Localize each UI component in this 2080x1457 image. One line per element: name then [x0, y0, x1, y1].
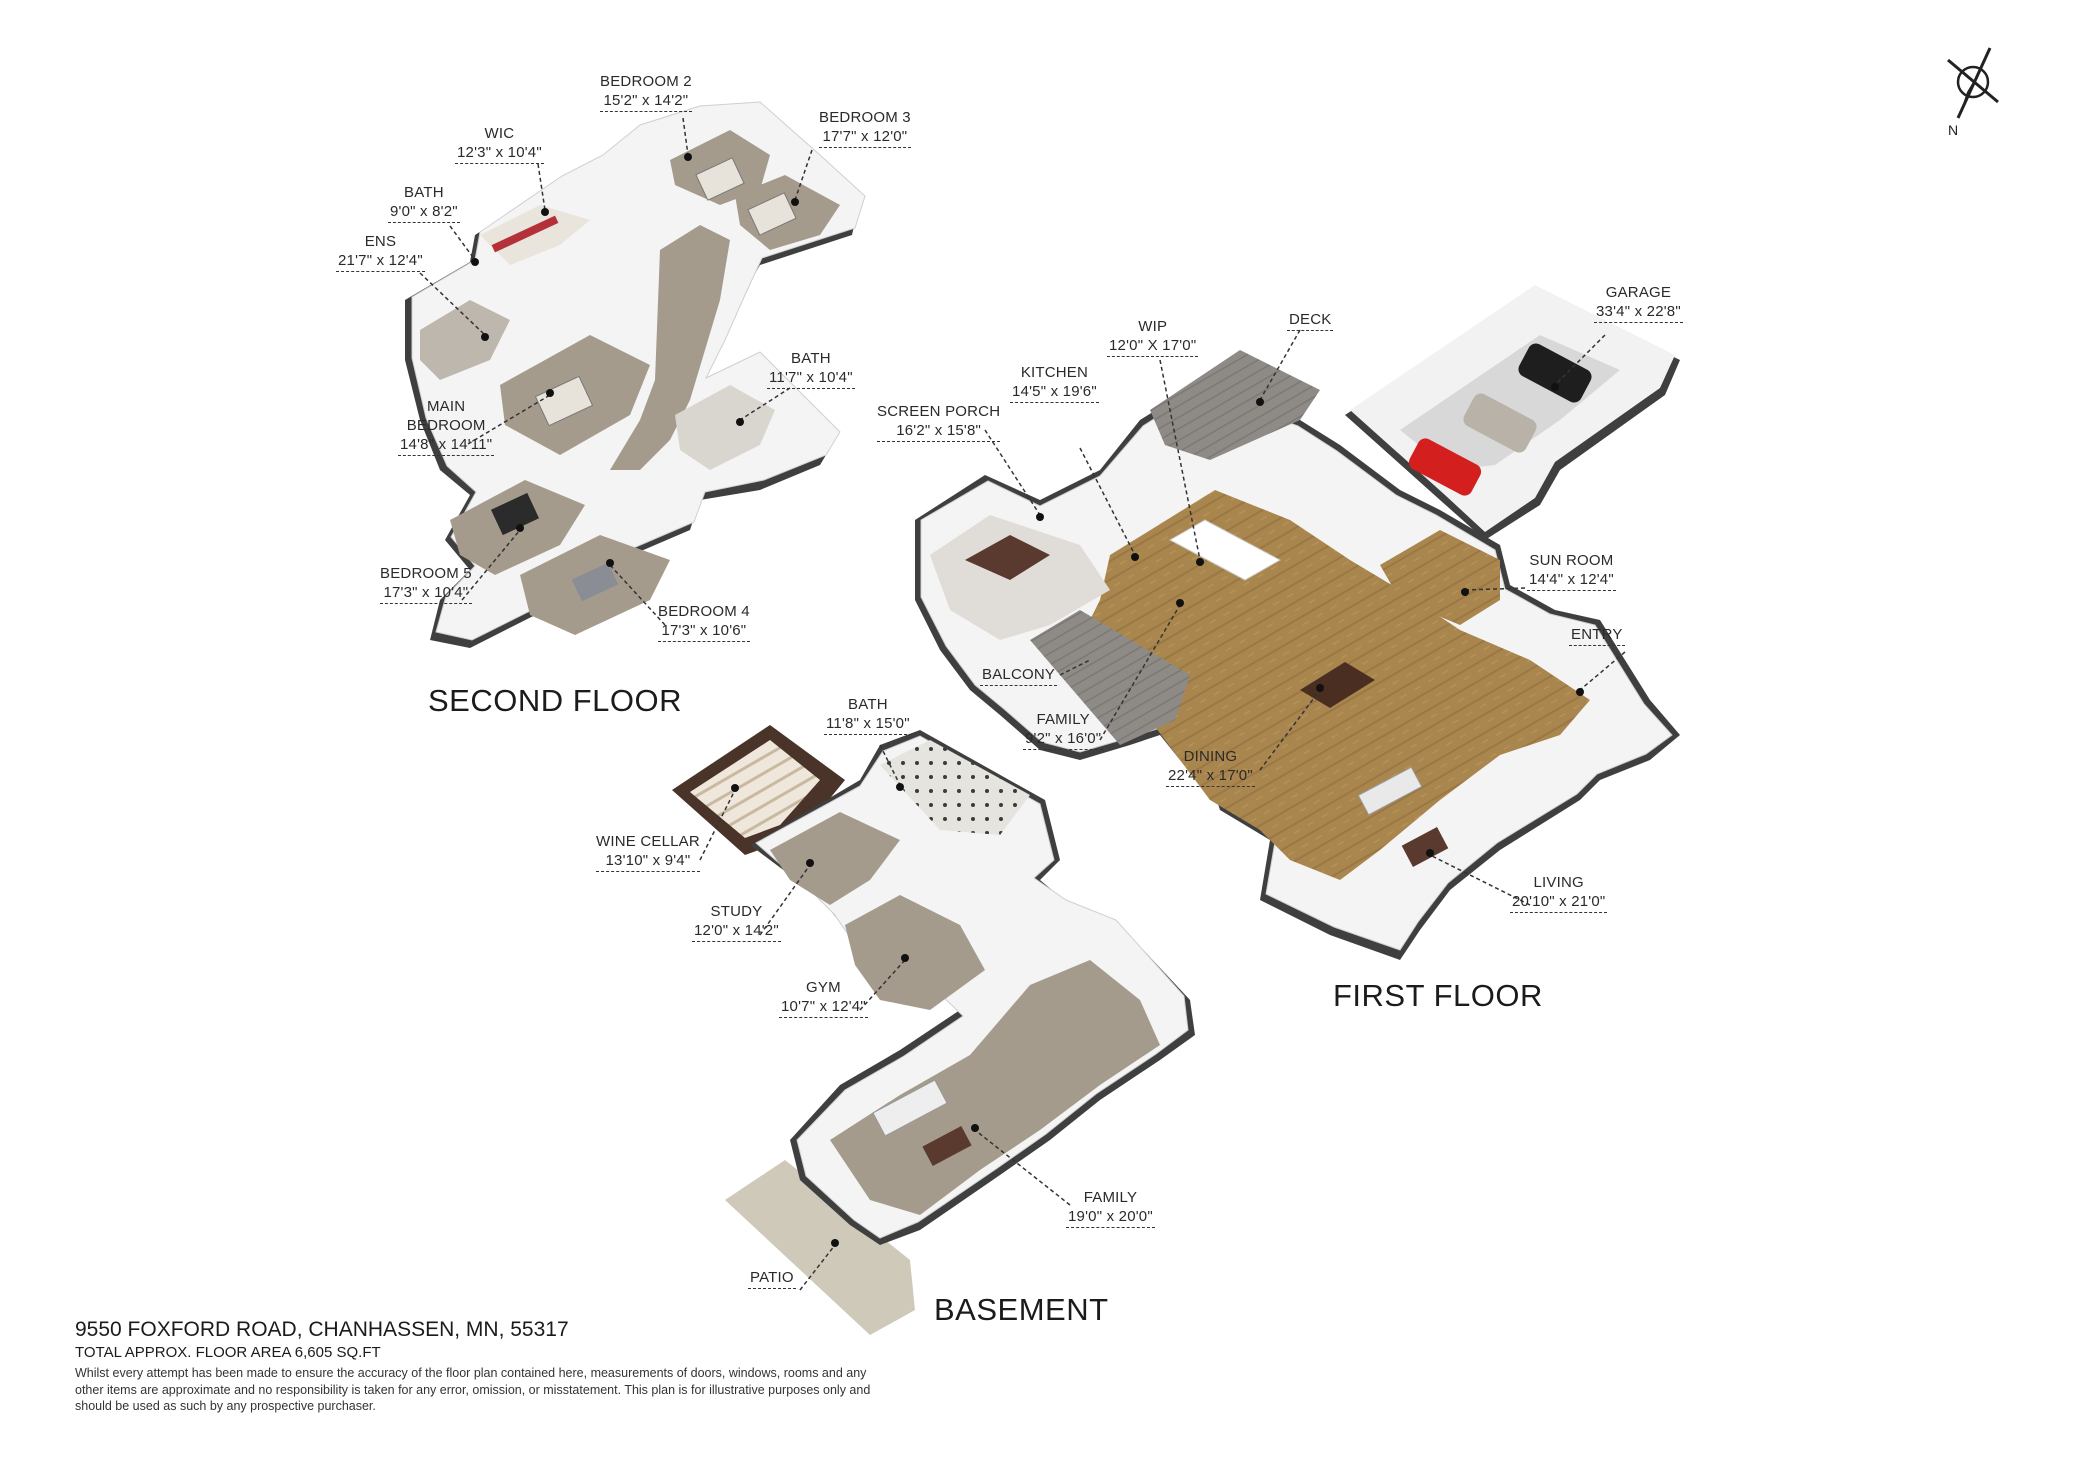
second-floor-plan — [405, 101, 866, 648]
room-label-patio: PATIO — [748, 1268, 796, 1289]
room-label-deck: DECK — [1287, 310, 1334, 331]
room-label-entry: ENTRY — [1569, 625, 1625, 646]
room-label-balcony: BALCONY — [980, 665, 1058, 686]
basement-title: BASEMENT — [934, 1292, 1109, 1327]
leader-lines — [419, 117, 1626, 1291]
first-floor-plan — [915, 285, 1680, 960]
first-floor-title: FIRST FLOOR — [1333, 978, 1543, 1013]
room-dots — [471, 153, 1584, 1247]
compass-north-icon — [1947, 47, 1999, 119]
plan-footer: 9550 FOXFORD ROAD, CHANHASSEN, MN, 55317… — [75, 1318, 975, 1415]
total-floor-area: TOTAL APPROX. FLOOR AREA 6,605 SQ.FT — [75, 1344, 381, 1361]
basement-plan — [672, 725, 1195, 1335]
compass: N — [1928, 40, 2018, 150]
compass-north-label: N — [1948, 122, 1959, 138]
second-floor-title: SECOND FLOOR — [428, 683, 683, 718]
disclaimer-text: Whilst every attempt has been made to en… — [75, 1366, 871, 1413]
property-address: 9550 FOXFORD ROAD, CHANHASSEN, MN, 55317 — [75, 1318, 569, 1341]
